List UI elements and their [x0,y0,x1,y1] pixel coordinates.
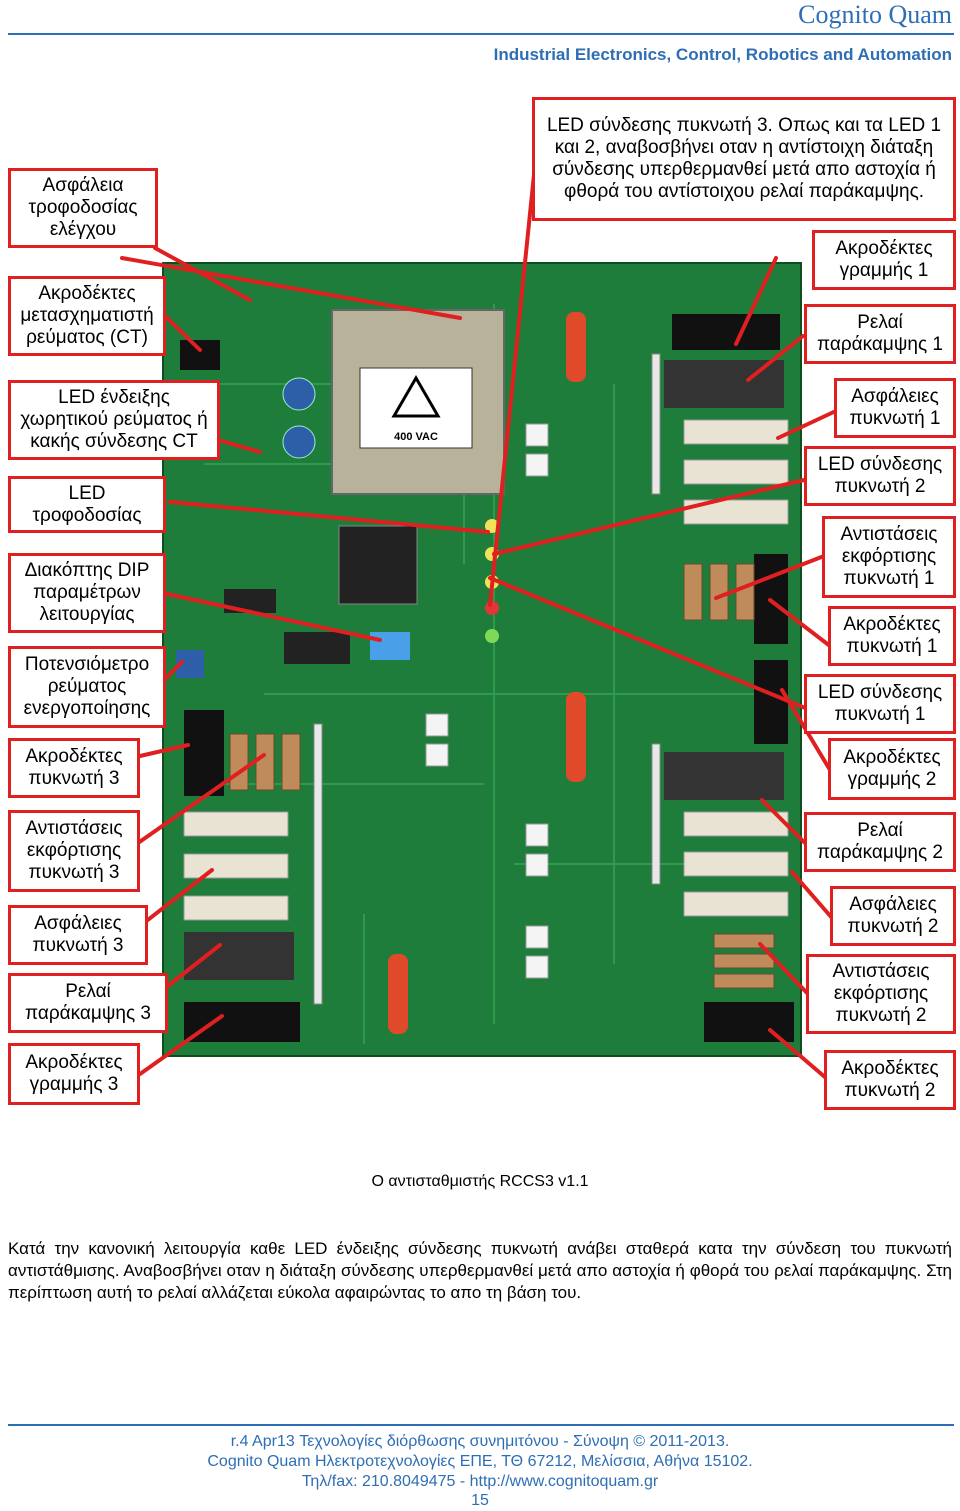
label-line-3-terminals: Ακροδέκτες γραμμής 3 [8,1043,140,1105]
page-number: 15 [471,1492,489,1509]
header-rule [8,33,954,35]
body-paragraph: Κατά την κανονική λειτουργία καθε LED έν… [8,1239,952,1302]
label-capacitor-2-terminals: Ακροδέκτες πυκνωτή 2 [824,1050,956,1110]
label-capacitor-2-fuses: Ασφάλειες πυκνωτή 2 [830,886,956,946]
label-bypass-relay-2: Ρελαί παράκαμψης 2 [804,812,956,872]
brand-name: Cognito Quam [798,0,952,29]
header-subtitle: Industrial Electronics, Control, Robotic… [493,45,952,64]
label-bypass-relay-3: Ρελαί παράκαμψης 3 [8,973,168,1033]
label-capacitor-2-discharge-resistors: Αντιστάσεις εκφόρτισης πυκνωτή 2 [806,954,956,1034]
label-capacitor-3-fuses: Ασφάλειες πυκνωτή 3 [8,905,148,965]
label-capacitor-1-discharge-resistors: Αντιστάσεις εκφόρτισης πυκνωτή 1 [822,516,956,598]
label-line-1-terminals: Ακροδέκτες γραμμής 1 [812,230,956,290]
label-dip-switch: Διακόπτης DIP παραμέτρων λειτουργίας [8,553,166,633]
transformer-label: 400 VAC [394,431,438,443]
label-led-capacitor-3: LED σύνδεσης πυκνωτή 3. Οπως και τα LED … [532,97,956,221]
label-line-2-terminals: Ακροδέκτες γραμμής 2 [828,738,956,800]
circuit-board-image: 400 VAC [162,262,802,1057]
label-activation-potentiometer: Ποτενσιόμετρο ρεύματος ενεργοποίησης [8,646,166,728]
label-capacitor-3-terminals: Ακροδέκτες πυκνωτή 3 [8,738,140,798]
footer-line-3: Τηλ/fax: 210.8049475 - http://www.cognit… [301,1473,659,1490]
label-capacitive-current-led: LED ένδειξης χωρητικού ρεύματος ή κακής … [8,380,220,460]
label-ct-terminals: Ακροδέκτες μετασχηματιστή ρεύματος (CT) [8,276,166,356]
footer-line-1: r.4 Apr13 Τεχνολογίες διόρθωσης συνημιτό… [230,1433,730,1450]
footer-rule [8,1424,954,1426]
footer-line-2: Cognito Quam Ηλεκτροτεχνολογίες ΕΠΕ, ΤΘ … [207,1453,753,1470]
label-capacitor-3-discharge-resistors: Αντιστάσεις εκφόρτισης πυκνωτή 3 [8,810,140,892]
label-capacitor-1-fuses: Ασφάλειες πυκνωτή 1 [834,378,956,438]
label-control-supply-fuse: Ασφάλεια τροφοδοσίας ελέγχου [8,168,158,248]
figure-caption: Ο αντισταθμιστής RCCS3 v1.1 [371,1173,589,1190]
label-power-led: LED τροφοδοσίας [8,476,166,533]
label-led-capacitor-1: LED σύνδεσης πυκνωτή 1 [804,674,956,734]
label-bypass-relay-1: Ρελαί παράκαμψης 1 [804,304,956,364]
circuit-board-drawing: 400 VAC [176,304,794,1044]
label-led-capacitor-2: LED σύνδεσης πυκνωτή 2 [804,446,956,506]
label-capacitor-1-terminals: Ακροδέκτες πυκνωτή 1 [828,606,956,666]
